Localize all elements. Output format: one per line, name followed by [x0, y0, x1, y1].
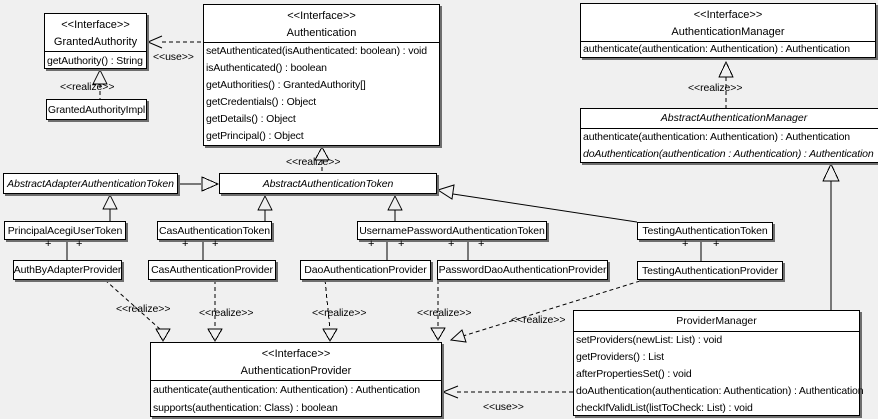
class-auth-by-adapter-provider[interactable]: AuthByAdapterProvider: [13, 260, 122, 280]
triangle-arrowhead: [718, 60, 734, 78]
class-name: DaoAuthenticationProvider: [304, 264, 427, 276]
triangle-arrowhead: [92, 68, 108, 85]
association-end-label: +: [76, 238, 83, 250]
method: setProviders(newList: List) : void: [576, 334, 723, 346]
realize-edge-authbyadapter: [104, 279, 162, 331]
class-name: PasswordDaoAuthenticationProvider: [438, 264, 607, 276]
use-label: <<use>>: [153, 51, 194, 63]
class-abstract-authentication-token[interactable]: AbstractAuthenticationToken: [219, 173, 437, 194]
class-abstract-authentication-manager[interactable]: AbstractAuthenticationManager authentica…: [580, 108, 878, 163]
triangle-arrowhead: [449, 329, 467, 343]
realize-label: <<realize>>: [417, 307, 472, 319]
use-label: <<use>>: [483, 401, 524, 413]
realize-label: <<realize>>: [199, 307, 254, 319]
triangle-arrowhead: [314, 145, 330, 161]
method: isAuthenticated() : boolean: [206, 62, 327, 74]
triangle-arrowhead: [155, 328, 171, 342]
class-authentication-manager[interactable]: <<Interface>> AuthenticationManager auth…: [580, 3, 876, 58]
triangle-arrowhead: [430, 327, 446, 341]
realize-edge-daoprovider: [324, 279, 331, 331]
triangle-arrowhead: [257, 194, 273, 211]
class-password-dao-authentication-provider[interactable]: PasswordDaoAuthenticationProvider: [437, 260, 608, 280]
triangle-arrowhead: [322, 328, 338, 342]
method: getCredentials() : Object: [206, 96, 317, 108]
method: getDetails() : Object: [206, 113, 296, 125]
triangle-arrowhead: [436, 184, 455, 200]
method: checkIfValidList(listToCheck: List) : vo…: [576, 402, 753, 414]
triangle-arrowhead: [207, 328, 223, 342]
method: afterPropertiesSet() : void: [576, 368, 692, 380]
association-end-label: +: [212, 238, 219, 250]
method: doAuthentication(authentication : Authen…: [583, 148, 874, 160]
class-name: GrantedAuthority: [53, 36, 138, 48]
realize-label: <<realize>>: [511, 314, 566, 326]
association-end-label: +: [45, 238, 52, 250]
class-provider-manager[interactable]: ProviderManager setProviders(newList: Li…: [573, 310, 864, 416]
method: doAuthentication(authentication: Authent…: [576, 385, 864, 397]
stereotype-label: <<Interface>>: [261, 348, 331, 360]
realize-label: <<realize>>: [116, 303, 171, 315]
class-name: ProviderManager: [676, 315, 757, 327]
class-name: Authentication: [286, 27, 357, 39]
method: authenticate(authentication: Authenticat…: [153, 384, 420, 396]
open-arrowhead: [441, 385, 459, 399]
class-name: AbstractAuthenticationToken: [262, 177, 394, 190]
class-name: UsernamePasswordAuthenticationToken: [359, 224, 545, 237]
association-end-label: +: [398, 238, 405, 250]
method: getPrincipal() : Object: [206, 130, 304, 142]
class-name: PrincipalAcegiUserToken: [7, 224, 123, 237]
triangle-arrowhead: [102, 193, 118, 210]
realize-label: <<realize>>: [312, 307, 367, 319]
class-granted-authority-impl[interactable]: GrantedAuthorityImpl: [46, 99, 147, 120]
realize-label: <<realize>>: [688, 82, 743, 94]
association-end-label: +: [368, 238, 375, 250]
method: authenticate(authentication: Authenticat…: [583, 131, 850, 143]
class-authentication[interactable]: <<Interface>> Authentication setAuthenti…: [203, 4, 440, 146]
triangle-arrowhead: [201, 176, 220, 192]
realize-edge-testingprovider: [462, 280, 641, 337]
triangle-arrowhead: [822, 162, 840, 182]
stereotype-label: <<Interface>>: [693, 9, 763, 21]
triangle-arrowhead: [387, 194, 403, 211]
stereotype-label: <<Interface>>: [287, 10, 356, 22]
class-name: GrantedAuthorityImpl: [47, 103, 146, 116]
class-name: AbstractAuthenticationManager: [660, 112, 808, 124]
method: getAuthority() : String: [47, 55, 143, 67]
realize-label: <<realize>>: [286, 156, 341, 168]
method: getAuthorities() : GrantedAuthority[]: [206, 79, 366, 91]
class-granted-authority[interactable]: <<Interface>> GrantedAuthority getAuthor…: [44, 13, 147, 69]
class-username-password-authentication-token[interactable]: UsernamePasswordAuthenticationToken: [357, 221, 547, 240]
class-name: CasAuthenticationToken: [158, 224, 271, 237]
class-name: AbstractAdapterAuthenticationToken: [7, 177, 174, 190]
stereotype-label: <<Interface>>: [61, 19, 130, 31]
class-authentication-provider[interactable]: <<Interface>> AuthenticationProvider aut…: [150, 342, 442, 417]
class-abstract-adapter-authentication-token[interactable]: AbstractAdapterAuthenticationToken: [3, 173, 178, 194]
association-end-label: +: [478, 238, 485, 250]
association-end-label: +: [448, 238, 455, 250]
class-principal-acegi-user-token[interactable]: PrincipalAcegiUserToken: [4, 221, 126, 240]
association-end-label: +: [713, 238, 720, 250]
class-testing-authentication-token[interactable]: TestingAuthenticationToken: [637, 222, 773, 240]
association-end-label: +: [682, 238, 689, 250]
generalization-edge-testingtoken-abstracttoken: [452, 193, 638, 223]
class-name: AuthByAdapterProvider: [13, 264, 122, 276]
open-arrowhead: [146, 35, 163, 49]
class-testing-authentication-provider[interactable]: TestingAuthenticationProvider: [637, 261, 783, 280]
association-end-label: +: [182, 238, 189, 250]
class-cas-authentication-provider[interactable]: CasAuthenticationProvider: [148, 260, 276, 280]
class-dao-authentication-provider[interactable]: DaoAuthenticationProvider: [300, 260, 431, 280]
class-name: AuthenticationManager: [671, 26, 785, 38]
class-name: TestingAuthenticationToken: [642, 225, 768, 237]
class-name: TestingAuthenticationProvider: [641, 264, 778, 277]
realize-label: <<realize>>: [60, 81, 115, 93]
class-name: CasAuthenticationProvider: [151, 264, 273, 276]
method: authenticate(authentication: Authenticat…: [583, 43, 850, 55]
method: supports(authentication: Class) : boolea…: [153, 402, 338, 414]
method: setAuthenticated(isAuthenticated: boolea…: [206, 45, 427, 57]
class-name: AuthenticationProvider: [240, 365, 352, 377]
method: getProviders() : List: [576, 351, 664, 363]
class-cas-authentication-token[interactable]: CasAuthenticationToken: [157, 221, 272, 240]
